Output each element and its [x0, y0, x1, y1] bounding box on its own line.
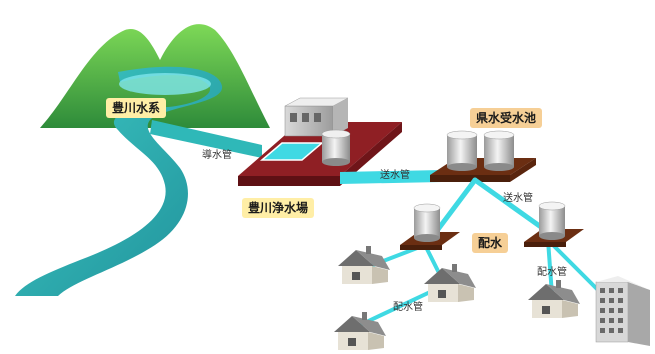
river-system-label: 豊川水系 [106, 98, 167, 118]
house-a-wall-side [372, 266, 388, 284]
window-icon [348, 338, 356, 346]
plant-building-side [333, 98, 348, 136]
house-c [334, 312, 386, 350]
house-d-wall-side [562, 300, 578, 318]
dist-right-tank [539, 206, 565, 236]
distribution-tank-right [524, 201, 584, 247]
house-a-roof-side [356, 250, 390, 270]
reservoir-base-front [430, 175, 510, 182]
house-a-roof [338, 250, 374, 266]
window-icon [542, 306, 550, 314]
treatment-plant [238, 97, 402, 186]
dist-left-tank-bottom [414, 234, 440, 242]
window-icon [302, 113, 309, 122]
distribution-pipe-right-label: 配水管 [537, 267, 567, 278]
dist-left-tank [414, 208, 440, 238]
apartment-windows [600, 288, 623, 333]
window-icon [314, 113, 321, 122]
dist-right-tank-top [538, 201, 566, 211]
window-icon [438, 290, 446, 298]
treatment-plant-label: 豊川浄水場 [242, 198, 315, 218]
window-icon [352, 272, 360, 280]
apartment-side [628, 282, 650, 346]
house-d-roof-side [546, 284, 580, 304]
house-a [338, 246, 390, 284]
plant-tank [322, 134, 350, 162]
pipe-to-right-distribution [472, 177, 551, 235]
house-b [424, 264, 476, 302]
window-icon [290, 113, 297, 122]
distribution-tank-left [400, 203, 460, 250]
reservoir-tank-1-top [446, 130, 478, 140]
house-c-roof [334, 316, 370, 332]
plant-base-side [340, 122, 402, 186]
chimney-icon [556, 280, 561, 288]
reservoir-label: 県水受水池 [470, 108, 543, 128]
transmission-pipe-main-label: 送水管 [380, 170, 410, 181]
plant-tank-bottom [322, 158, 350, 166]
plant-tank-top [321, 129, 351, 139]
dist-right-tank-bottom [539, 232, 565, 240]
house-d [528, 280, 580, 318]
dist-left-base-front [400, 245, 442, 250]
intake-pipe [150, 120, 262, 158]
reservoir-base-side [510, 158, 536, 182]
house-c-wall-side [368, 332, 384, 350]
river [15, 66, 223, 296]
chimney-icon [452, 264, 457, 272]
dist-left-tank-top [413, 203, 441, 213]
plant-base-top [238, 122, 402, 176]
distribution-label: 配水 [472, 233, 509, 253]
reservoir-tank-2-top [483, 130, 515, 140]
house-b-roof [424, 268, 460, 284]
distribution-pipe-left-label: 配水管 [393, 302, 423, 313]
dist-right-base-front [524, 242, 566, 247]
river-shape [15, 66, 223, 296]
chimney-icon [366, 246, 371, 254]
plant-base-front [238, 176, 340, 186]
transmission-pipe-branch-label: 送水管 [503, 193, 533, 204]
apartment-roof [596, 276, 650, 290]
house-b-roof-side [442, 268, 476, 288]
house-c-roof-side [352, 316, 386, 336]
chimney-icon [362, 312, 367, 320]
intake-pipe-label: 導水管 [202, 150, 232, 161]
apartment-building [595, 276, 650, 346]
transmission-pipe-main [340, 170, 442, 184]
reservoir-tank-2-bottom [484, 163, 514, 171]
house-b-wall-side [458, 284, 474, 302]
reservoir-tank-2 [484, 135, 514, 167]
reservoir [430, 130, 536, 182]
reservoir-tank-1-bottom [447, 163, 477, 171]
reservoir-tank-1 [447, 135, 477, 167]
house-d-roof [528, 284, 564, 300]
river-lake [119, 73, 211, 95]
